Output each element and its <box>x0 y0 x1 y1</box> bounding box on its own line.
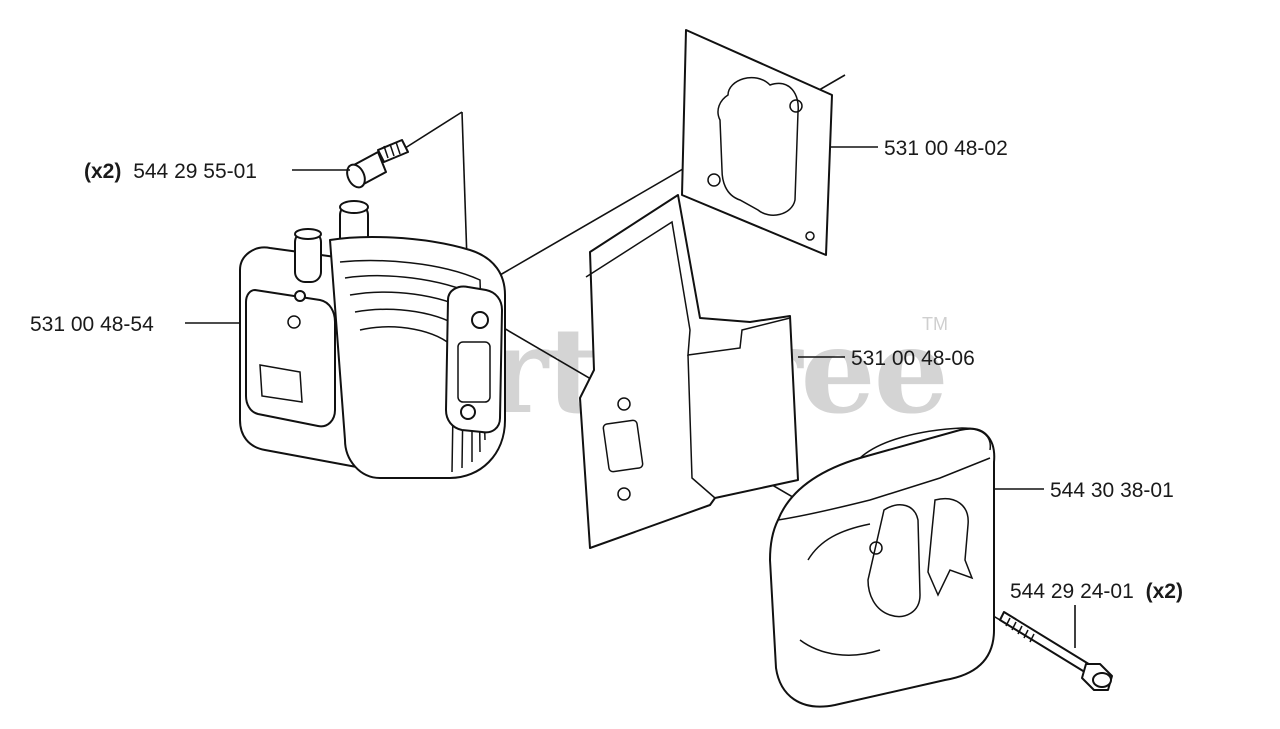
bolt-left-part[interactable] <box>344 139 409 190</box>
callout-muffler[interactable]: 544 30 38-01 <box>1050 479 1174 502</box>
gasket-top-part[interactable] <box>681 29 833 256</box>
heat-shield-part[interactable] <box>579 194 799 549</box>
callout-bolt-left-number: 544 29 55-01 <box>133 160 257 183</box>
bolt-right-part[interactable] <box>999 611 1113 691</box>
callout-gasket-top[interactable]: 531 00 48-02 <box>884 137 1008 160</box>
callout-heat-shield[interactable]: 531 00 48-06 <box>851 347 975 370</box>
callout-bolt-right[interactable]: 544 29 24-01 (x2) <box>1010 580 1183 603</box>
watermark-trademark: TM <box>922 314 948 334</box>
callout-bolt-left[interactable]: (x2) 544 29 55-01 <box>84 160 257 183</box>
callout-bolt-left-qty: (x2) <box>84 160 121 183</box>
cylinder-part[interactable] <box>239 200 506 479</box>
callout-cylinder[interactable]: 531 00 48-54 <box>30 313 154 336</box>
muffler-part[interactable] <box>769 427 996 708</box>
callout-bolt-right-number: 544 29 24-01 <box>1010 580 1134 603</box>
callout-labels: (x2) 544 29 55-01 531 00 48-54 531 00 48… <box>30 137 1183 603</box>
callout-bolt-right-qty: (x2) <box>1146 580 1183 603</box>
leader-lines <box>185 146 1076 648</box>
